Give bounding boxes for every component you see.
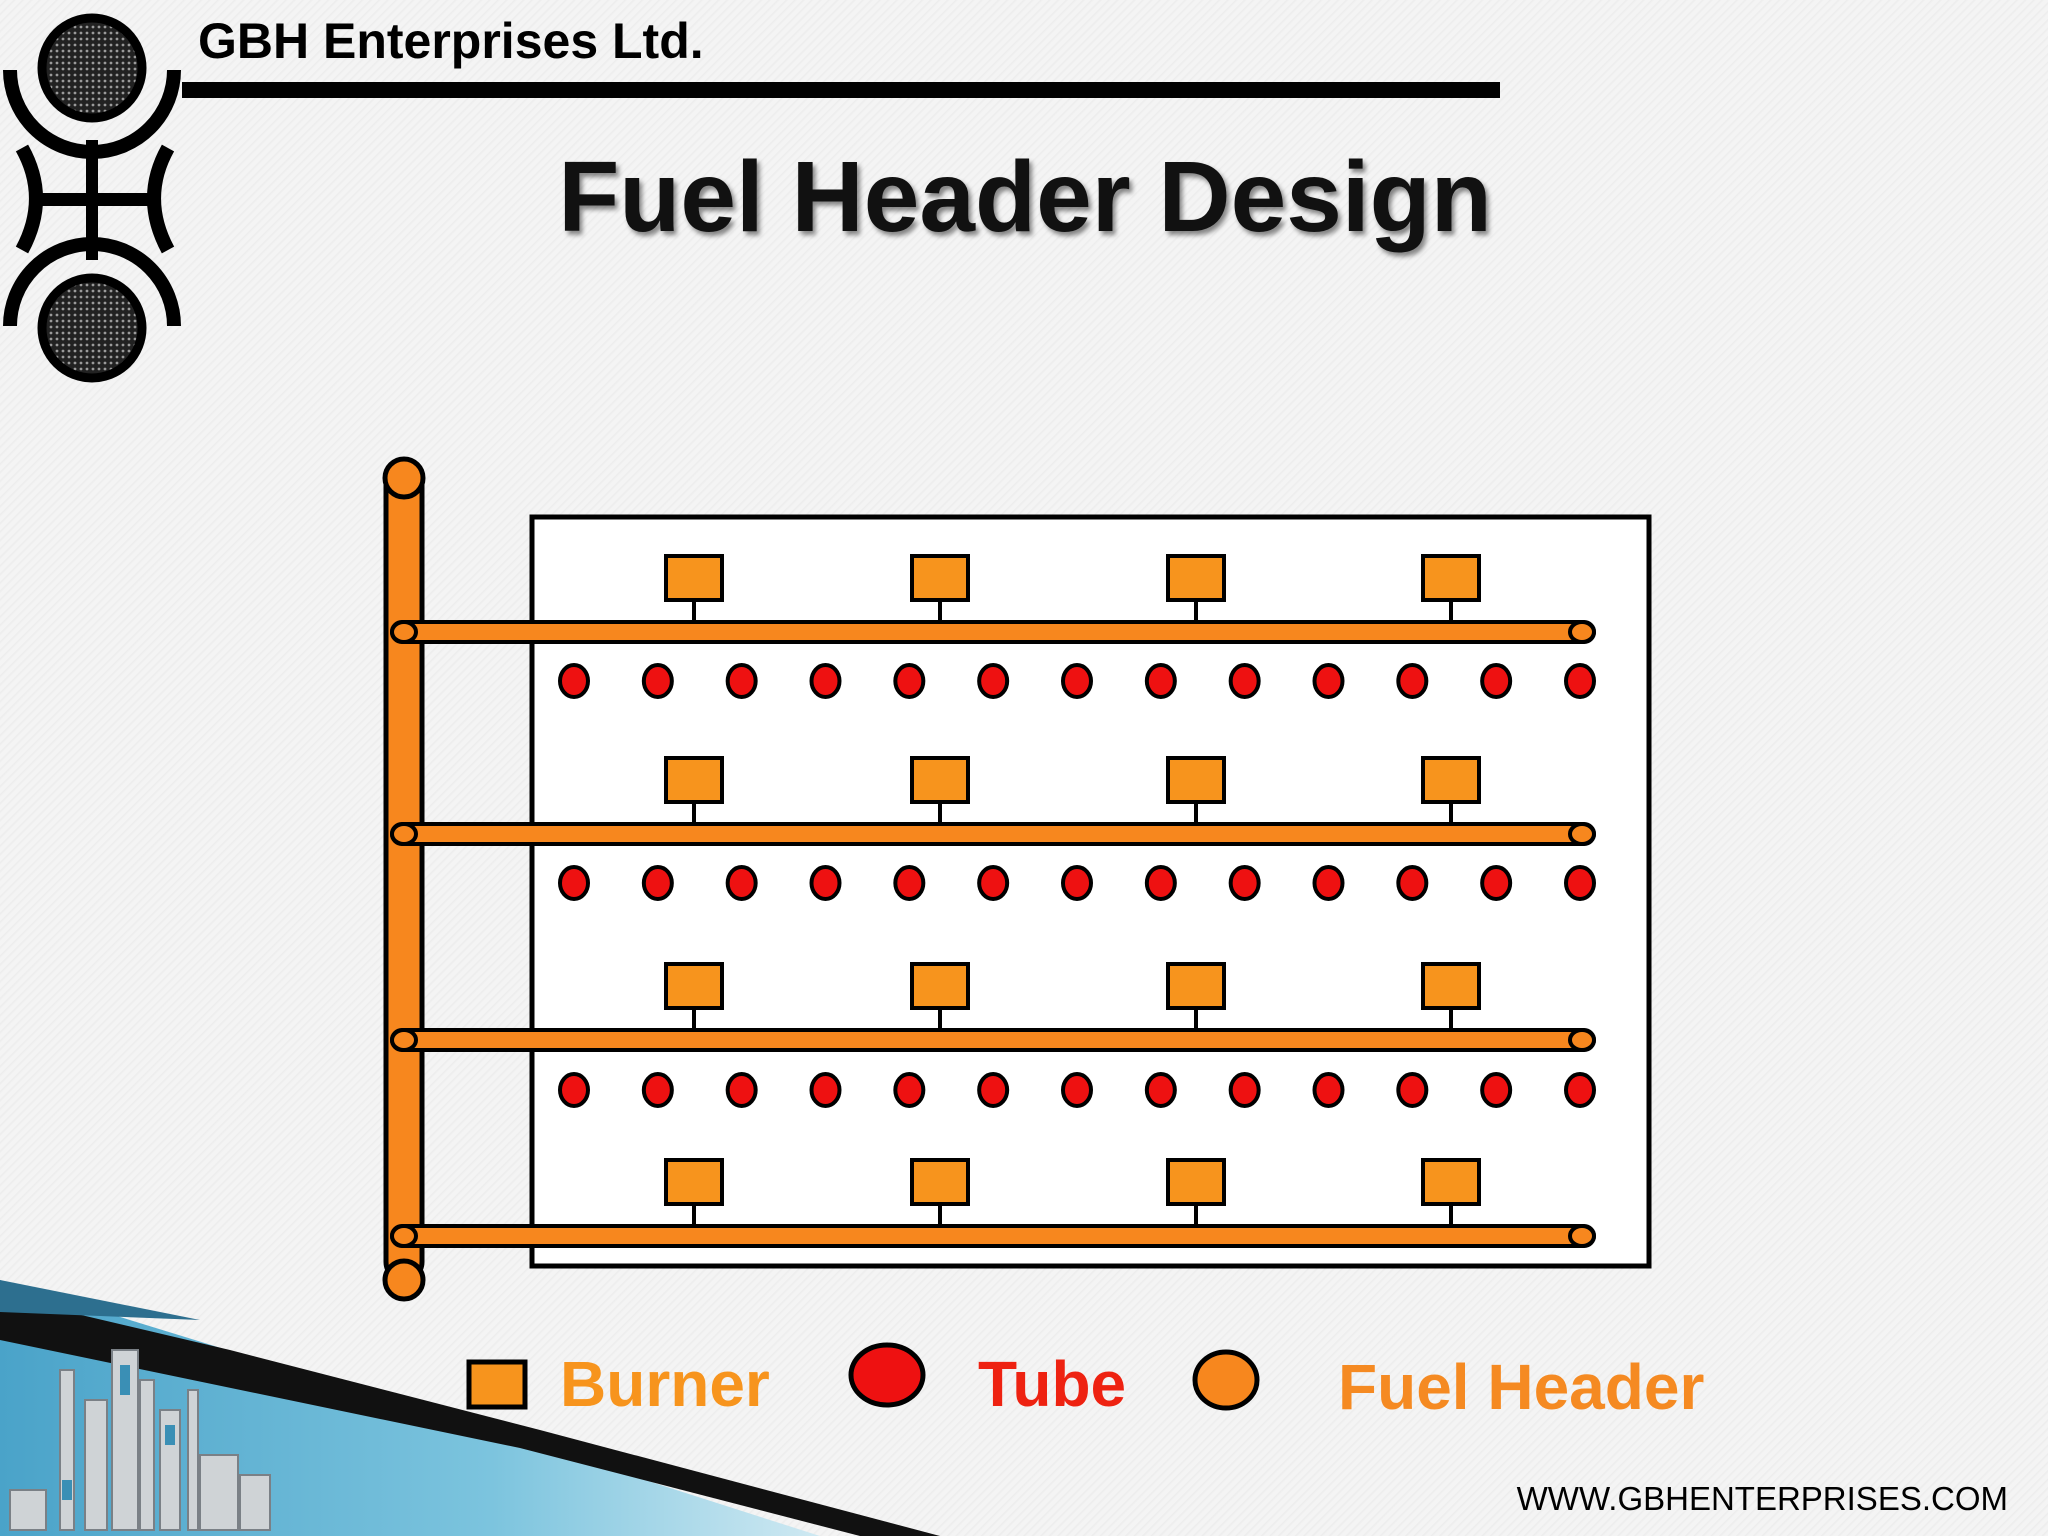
burner (910, 756, 970, 804)
tube (1061, 1072, 1093, 1108)
fuel-header-left-end (390, 822, 418, 846)
tube (1228, 663, 1261, 699)
tube (1228, 1072, 1261, 1108)
legend-tube-symbol (848, 1342, 926, 1408)
tube (1312, 865, 1345, 901)
fuel-header-left-end (390, 1028, 418, 1052)
tube (641, 865, 674, 901)
tube (1480, 1072, 1513, 1108)
main-fuel-header-bottom-end (382, 1258, 426, 1302)
tube (1061, 865, 1093, 901)
fuel-header-left-end (390, 620, 418, 644)
tube (809, 663, 842, 699)
legend-tube-label: Tube (978, 1348, 1127, 1420)
burner (664, 962, 724, 1010)
tube (809, 1072, 842, 1108)
tube (977, 1072, 1010, 1108)
fuel-header-right-end (1568, 620, 1596, 644)
tube (1480, 663, 1513, 699)
burner (910, 1158, 970, 1206)
burner (910, 554, 970, 602)
legend-fuel-header-symbol (1192, 1349, 1260, 1411)
tube (725, 1072, 758, 1108)
tube (1396, 1072, 1429, 1108)
tube (1312, 1072, 1345, 1108)
tube (1061, 663, 1093, 699)
company-name: GBH Enterprises Ltd. (198, 13, 704, 69)
burner (1421, 962, 1481, 1010)
main-fuel-header-top-end (382, 456, 426, 500)
burner (1421, 1158, 1481, 1206)
tube (1144, 865, 1177, 901)
tube (558, 1072, 590, 1108)
header-divider (182, 82, 1500, 98)
burner (1166, 962, 1226, 1010)
legend-burner-symbol (466, 1359, 528, 1410)
burner (664, 756, 724, 804)
tube (1144, 1072, 1177, 1108)
tube (725, 663, 758, 699)
tube (1312, 663, 1345, 699)
fuel-header-right-end (1568, 822, 1596, 846)
tube (1396, 865, 1429, 901)
burner (1421, 756, 1481, 804)
tube (893, 1072, 926, 1108)
fuel-header-right-end (1568, 1028, 1596, 1052)
tube (1564, 865, 1596, 901)
tube (1564, 663, 1596, 699)
tube (1396, 663, 1429, 699)
fuel-header-left-end (390, 1224, 418, 1248)
tube (893, 865, 926, 901)
tube (893, 663, 926, 699)
company-logo (3, 13, 181, 383)
burner (664, 1158, 724, 1206)
tube (977, 663, 1010, 699)
tube (1228, 865, 1261, 901)
burner (1166, 756, 1226, 804)
tube (558, 865, 590, 901)
burner (1166, 554, 1226, 602)
legend-fuel-header-label: Fuel Header (1338, 1351, 1705, 1423)
tube (641, 663, 674, 699)
burner (664, 554, 724, 602)
tube (809, 865, 842, 901)
tube (1564, 1072, 1596, 1108)
burner (1421, 554, 1481, 602)
legend-burner-label: Burner (560, 1348, 770, 1420)
burner (1166, 1158, 1226, 1206)
tube (558, 663, 590, 699)
tube (641, 1072, 674, 1108)
industrial-skyline-graphic (0, 1280, 940, 1536)
page-title: Fuel Header Design (558, 141, 1492, 253)
fuel-header-right-end (1568, 1224, 1596, 1248)
burner (910, 962, 970, 1010)
tube (1144, 663, 1177, 699)
tube (725, 865, 758, 901)
tube (1480, 865, 1513, 901)
footer-url: WWW.GBHENTERPRISES.COM (1516, 1480, 2008, 1517)
tube (977, 865, 1010, 901)
